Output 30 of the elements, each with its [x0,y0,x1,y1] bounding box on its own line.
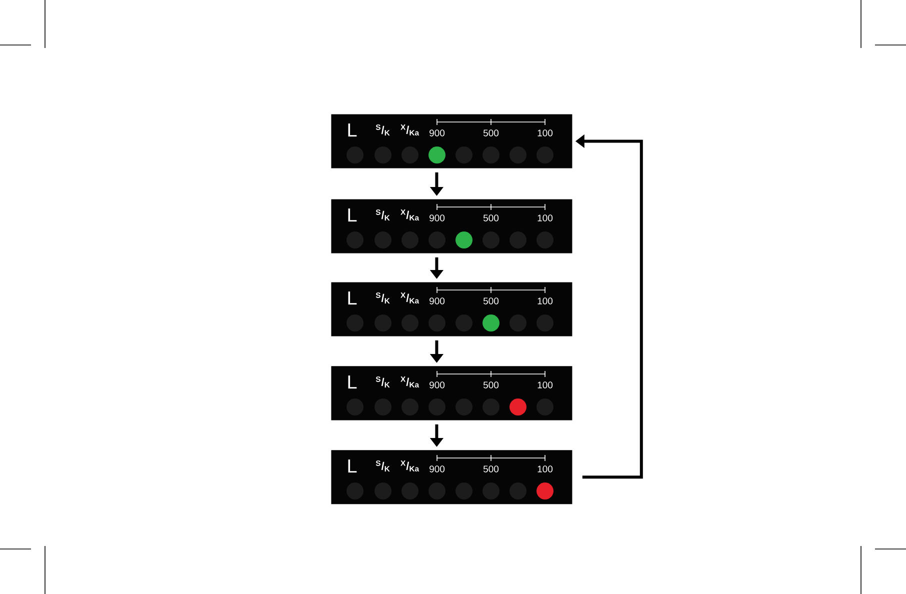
mode-label: L [348,375,357,389]
mode-label: $^{S}$/$_{K}$ [376,292,390,304]
scale-value: 900 [430,298,445,304]
scale-value: 100 [538,214,553,222]
scale-value: 500 [483,298,499,304]
scale-value: 500 [483,466,499,472]
scale-value: 100 [538,130,553,136]
mode-label: $^{S}$/$_{K}$ [376,460,390,472]
scale-value: 900 [430,214,445,222]
mode-label: $^{X}$/$_{Ka}$ [400,460,420,472]
mode-label: L [348,291,357,305]
scale-value: 100 [538,466,553,472]
mode-label: $^{X}$/$_{Ka}$ [400,124,420,136]
scale-value: 100 [538,298,553,304]
scale-value: 900 [430,382,445,388]
scale-value: 500 [483,214,499,222]
mode-label: $^{X}$/$_{Ka}$ [400,210,420,220]
mode-label: $^{S}$/$_{K}$ [376,124,390,136]
mode-label: $^{X}$/$_{Ka}$ [400,376,420,388]
mode-label: L [348,459,357,473]
scale-value: 900 [430,466,445,472]
scale-value: 500 [483,130,499,136]
mode-label: $^{X}$/$_{Ka}$ [400,292,420,304]
mode-label: L [348,208,357,222]
scale-value: 100 [538,382,553,388]
mode-label: L [348,123,357,137]
scale-value: 900 [430,130,445,136]
mode-label: $^{S}$/$_{K}$ [376,376,390,388]
scale-value: 500 [483,382,499,388]
mode-label: $^{S}$/$_{K}$ [376,210,390,220]
